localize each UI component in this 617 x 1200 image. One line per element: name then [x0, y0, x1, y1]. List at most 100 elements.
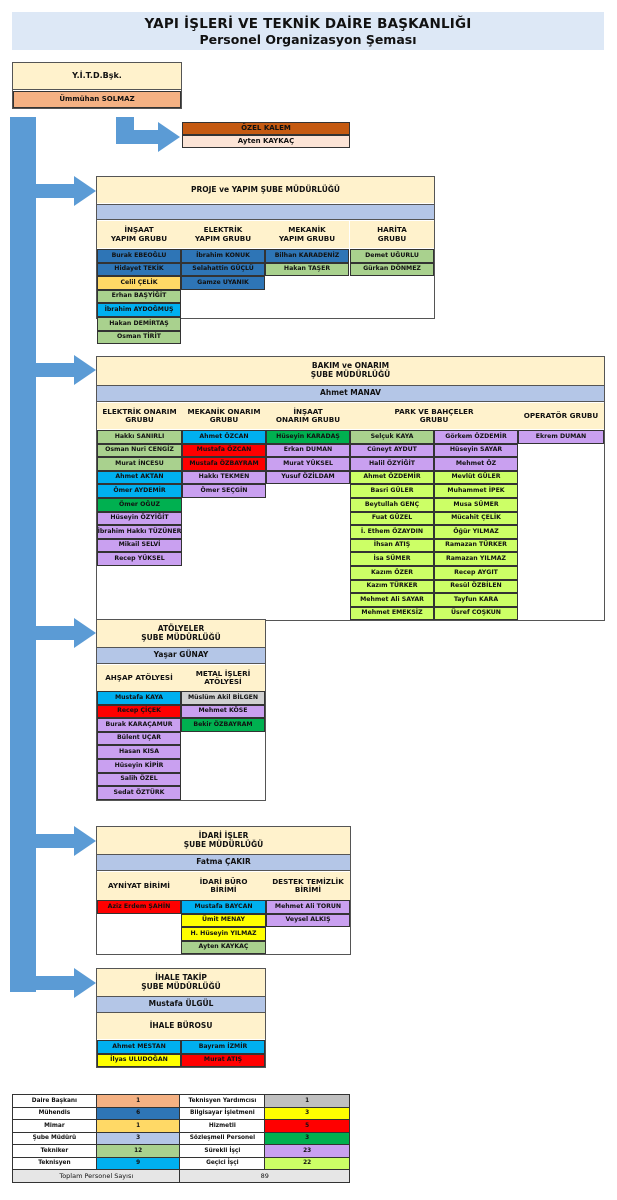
ozel-kalem-title: ÖZEL KALEM: [182, 122, 350, 135]
page-title: YAPI İŞLERİ VE TEKNİK DAİRE BAŞKANLIĞI: [144, 15, 472, 32]
staff-cell: Yusuf ÖZİLDAM: [266, 470, 350, 485]
staff-cell: Kazım ÖZER: [350, 566, 434, 580]
staff-cell: Murat İNCESU: [97, 457, 182, 471]
staff-cell: Ahmet MESTAN: [97, 1040, 181, 1054]
staff-cell: H. Hüseyin YILMAZ: [181, 927, 266, 941]
staff-cell: Müslüm Akil BİLGEN: [181, 691, 265, 705]
staff-cell: Ahmet AKTAN: [97, 470, 182, 485]
legend-count: 23: [264, 1144, 350, 1158]
staff-cell: Ayten KAYKAÇ: [181, 940, 266, 955]
ihale-manager: Mustafa ÜLGÜL: [97, 996, 265, 1013]
staff-cell: İbrahim Hakkı TÜZÜNER: [97, 525, 182, 539]
staff-cell: İbrahim KONUK: [181, 249, 265, 263]
legend-count: 1: [95, 1119, 181, 1133]
bakim-title: BAKIM ve ONARIM ŞUBE MÜDÜRLÜĞÜ: [97, 357, 604, 385]
bakim-group-title: MEKANİK ONARIM GRUBU: [182, 403, 266, 429]
staff-cell: Beytullah GENÇ: [350, 498, 434, 512]
staff-cell: Mikail SELVİ: [97, 538, 182, 553]
legend-label: Sözleşmeli Personel: [179, 1131, 266, 1145]
staff-cell: Hüseyin KİPİR: [97, 759, 181, 773]
staff-cell: Salih ÖZEL: [97, 772, 181, 787]
staff-cell: Osman Nuri CENGİZ: [97, 443, 182, 458]
staff-cell: Resül ÖZBİLEN: [434, 579, 518, 594]
staff-cell: Demet UĞURLU: [350, 249, 434, 263]
legend-label: Hizmetli: [179, 1119, 266, 1133]
atolye-group-title: METAL İŞLERİ ATÖLYESİ: [181, 665, 265, 691]
legend-count: 1: [95, 1094, 181, 1108]
staff-cell: Halil ÖZYİĞİT: [350, 457, 434, 471]
bakim-manager: Ahmet MANAV: [97, 385, 604, 402]
staff-cell: Mevlüt GÜLER: [434, 470, 518, 485]
legend-label: Tekniker: [12, 1144, 97, 1158]
proje-group-title: İNŞAAT YAPIM GRUBU: [97, 221, 181, 248]
staff-cell: Bülent UÇAR: [97, 731, 181, 746]
bakim-group-title: OPERATÖR GRUBU: [518, 403, 604, 429]
ihale-buro-title: İHALE BÜROSU: [97, 1013, 265, 1039]
ihale-title: İHALE TAKİP ŞUBE MÜDÜRLÜĞÜ: [97, 969, 265, 996]
staff-cell: Hüseyin KARADAŞ: [266, 430, 350, 444]
page-subtitle: Personel Organizasyon Şeması: [199, 31, 417, 47]
staff-cell: Ömer AYDEMİR: [97, 484, 182, 498]
staff-cell: Hidayet TEKİK: [97, 262, 181, 277]
legend-label: Sürekli İşçi: [179, 1144, 266, 1158]
staff-cell: Burak KARAÇAMUR: [97, 718, 181, 732]
idari-group-title: AYNİYAT BİRİMİ: [97, 872, 181, 900]
staff-cell: Murat YÜKSEL: [266, 457, 350, 471]
staff-cell: Hüseyin SAYAR: [434, 443, 518, 458]
proje-group-title: ELEKTRİK YAPIM GRUBU: [181, 221, 265, 248]
staff-cell: Mustafa ÖZBAYRAM: [182, 457, 266, 471]
staff-cell: Ömer SEÇGİN: [182, 484, 266, 498]
staff-cell: Hakan TAŞER: [265, 262, 349, 277]
staff-cell: İsa SÜMER: [350, 552, 434, 566]
staff-cell: Bayram İZMİR: [181, 1040, 265, 1054]
legend-count: 9: [95, 1156, 181, 1170]
staff-cell: İbrahim AYDOĞMUŞ: [97, 303, 181, 317]
staff-cell: Kazım TÜRKER: [350, 579, 434, 594]
staff-cell: Ömer OĞUZ: [97, 498, 182, 512]
staff-cell: Murat ATIŞ: [181, 1053, 265, 1068]
staff-cell: Mustafa KAYA: [97, 691, 181, 705]
staff-cell: Bilhan KARADENİZ: [265, 249, 349, 263]
legend-label: Teknisyen Yardımcısı: [179, 1094, 266, 1108]
staff-cell: Ramazan TÜRKER: [434, 538, 518, 553]
staff-cell: Mustafa BAYCAN: [181, 900, 266, 914]
staff-cell: Gamze UYANIK: [181, 276, 265, 290]
legend-count: 3: [264, 1106, 350, 1120]
ozel-kalem-name: Ayten KAYKAÇ: [182, 135, 350, 148]
idari-group-title: DESTEK TEMİZLİK BİRİMİ: [266, 872, 350, 900]
staff-cell: Osman TİRİT: [97, 330, 181, 345]
vertical-connector-bar: [10, 117, 36, 992]
staff-cell: Basri GÜLER: [350, 484, 434, 498]
staff-cell: Mehmet Ali SAYAR: [350, 593, 434, 607]
staff-cell: Hakkı TEKMEN: [182, 470, 266, 485]
staff-cell: Selçuk KAYA: [350, 430, 434, 444]
atolye-section: [96, 619, 266, 801]
staff-cell: Mehmet ÖZ: [434, 457, 518, 471]
staff-cell: Veysel ALKIŞ: [266, 913, 350, 928]
idari-group-title: İDARİ BÜRO BİRİMİ: [181, 872, 266, 900]
head-title: Y.İ.T.D.Bşk.: [12, 62, 182, 90]
legend-label: Teknisyen: [12, 1156, 97, 1170]
staff-cell: İ. Ethem ÖZAYDIN: [350, 525, 434, 539]
arrow-right-icon: [74, 826, 96, 856]
legend-count: 1: [264, 1094, 350, 1108]
staff-cell: Aziz Erdem ŞAHİN: [97, 900, 181, 914]
proje-group-title: HARİTA GRUBU: [350, 221, 434, 248]
idari-section: [96, 826, 351, 955]
staff-cell: Hakan DEMİRTAŞ: [97, 317, 181, 331]
legend-label: Şube Müdürü: [12, 1131, 97, 1145]
staff-cell: Recep YÜKSEL: [97, 552, 182, 566]
staff-cell: Hüseyin ÖZYİĞİT: [97, 511, 182, 526]
idari-manager: Fatma ÇAKIR: [97, 854, 350, 871]
legend-total-value: 89: [179, 1169, 350, 1183]
arrow-right-icon: [158, 122, 180, 152]
legend-count: 22: [264, 1156, 350, 1170]
staff-cell: Hasan KISA: [97, 745, 181, 759]
legend-count: 6: [95, 1106, 181, 1120]
legend-label: Mühendis: [12, 1106, 97, 1120]
